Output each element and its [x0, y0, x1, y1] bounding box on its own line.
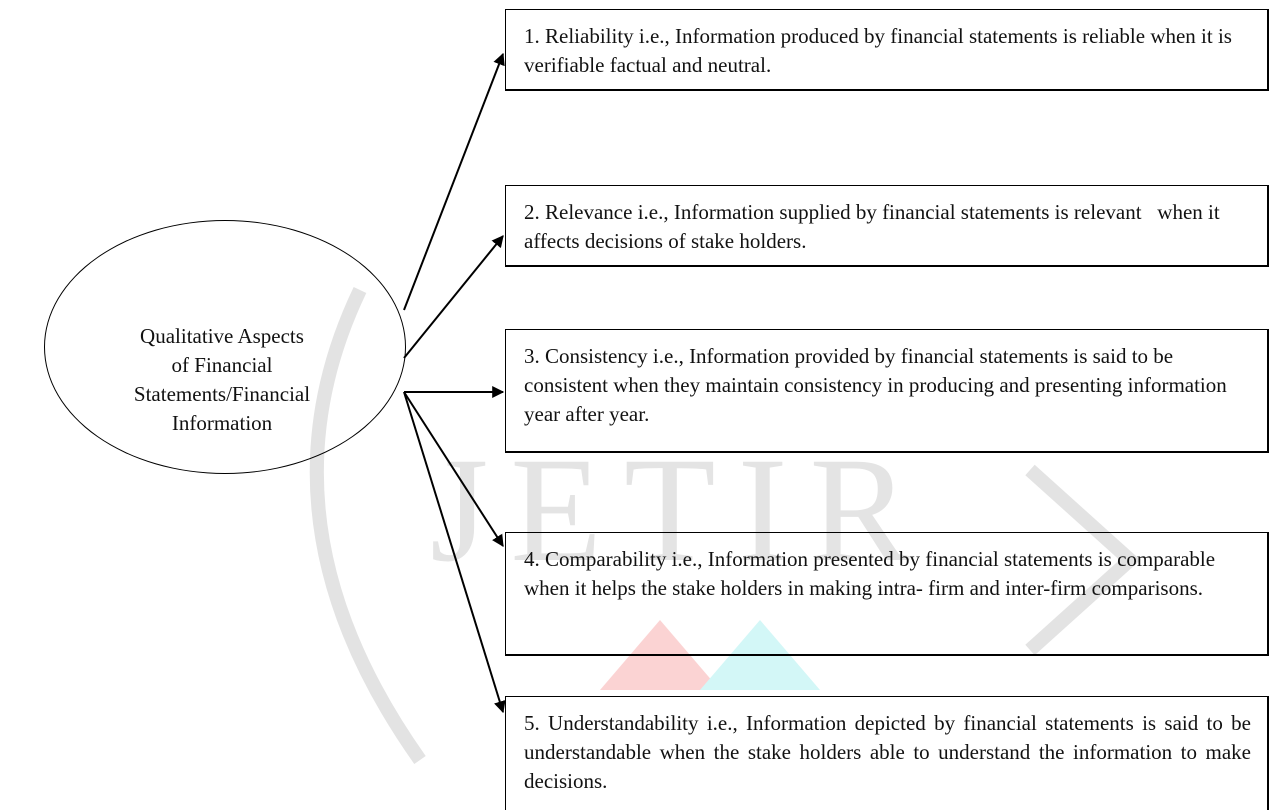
central-concept-ellipse [44, 220, 406, 474]
aspect-box-understandability: 5. Understandability i.e., Information d… [505, 696, 1269, 810]
aspect-text-comparability: 4. Comparability i.e., Information prese… [524, 547, 1216, 600]
arrow-to-relevance [403, 235, 504, 359]
aspect-text-relevance: 2. Relevance i.e., Information supplied … [524, 200, 1225, 253]
central-label-line-2: of Financial [171, 353, 273, 377]
arrow-to-understandability [403, 391, 506, 714]
aspect-text-reliability: 1. Reliability i.e., Information produce… [524, 24, 1232, 77]
central-label-line-4: Information [171, 411, 273, 435]
arrow-to-comparability [403, 391, 504, 548]
arrow-to-reliability [403, 52, 505, 311]
aspect-box-reliability: 1. Reliability i.e., Information produce… [505, 9, 1269, 91]
central-concept-label: Qualitative Aspects of Financial Stateme… [120, 322, 324, 438]
central-label-line-3: Statements/Financial [133, 382, 311, 406]
aspect-text-understandability: 5. Understandability i.e., Information d… [524, 711, 1251, 793]
aspect-box-consistency: 3. Consistency i.e., Information provide… [505, 329, 1269, 453]
aspect-box-comparability: 4. Comparability i.e., Information prese… [505, 532, 1269, 656]
aspect-box-relevance: 2. Relevance i.e., Information supplied … [505, 185, 1269, 267]
central-label-line-1: Qualitative Aspects [140, 324, 304, 348]
aspect-text-consistency: 3. Consistency i.e., Information provide… [524, 344, 1227, 426]
